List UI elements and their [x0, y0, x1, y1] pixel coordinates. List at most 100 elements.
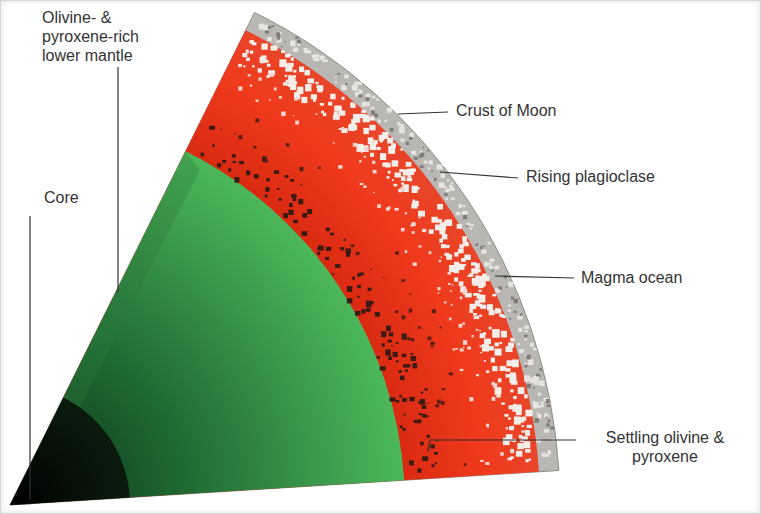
mineral-speck: [475, 282, 478, 285]
mineral-speck: [356, 145, 358, 147]
mineral-speck: [474, 316, 480, 319]
mineral-speck: [360, 90, 363, 93]
mineral-speck: [320, 56, 325, 60]
mineral-speck: [463, 291, 467, 295]
mineral-speck: [419, 217, 421, 219]
mineral-speck: [508, 282, 513, 287]
mineral-speck: [427, 402, 429, 403]
mineral-speck: [527, 384, 531, 388]
mineral-speck: [508, 305, 511, 307]
leader-lines: [30, 67, 576, 500]
mineral-speck: [291, 194, 297, 198]
mineral-speck: [472, 335, 474, 338]
mineral-speck: [347, 298, 352, 303]
mineral-speck: [252, 65, 255, 67]
mineral-speck: [366, 301, 372, 307]
mineral-speck: [246, 50, 249, 54]
mineral-speck: [449, 372, 453, 375]
mineral-speck: [353, 143, 358, 147]
mineral-speck: [546, 399, 550, 403]
mineral-speck: [395, 161, 398, 163]
mineral-speck: [477, 294, 481, 299]
mineral-speck: [289, 203, 293, 207]
mineral-speck: [406, 364, 410, 367]
mineral-speck: [512, 360, 519, 368]
mineral-speck: [343, 85, 345, 88]
mineral-speck: [311, 94, 317, 99]
mineral-speck: [356, 252, 360, 255]
mineral-speck: [281, 46, 283, 47]
mineral-speck: [524, 394, 528, 398]
mineral-speck: [519, 435, 522, 439]
mineral-speck: [239, 161, 244, 164]
mineral-speck: [366, 97, 370, 101]
leader-line: [495, 276, 574, 278]
mineral-speck: [449, 318, 452, 321]
mineral-speck: [396, 400, 400, 403]
mineral-speck: [411, 356, 417, 361]
mineral-speck: [318, 246, 324, 251]
mineral-speck: [261, 44, 267, 50]
mineral-speck: [476, 329, 478, 331]
mineral-speck: [526, 459, 529, 462]
mineral-speck: [344, 75, 349, 79]
mineral-speck: [511, 426, 514, 429]
mineral-speck: [506, 286, 508, 288]
mineral-speck: [446, 245, 449, 248]
mineral-speck: [447, 245, 450, 247]
mineral-speck: [405, 184, 409, 188]
mineral-speck: [279, 198, 282, 201]
mineral-speck: [538, 393, 542, 396]
mineral-speck: [360, 114, 366, 118]
mineral-speck: [238, 64, 242, 67]
mineral-speck: [453, 348, 455, 350]
mineral-speck: [407, 337, 410, 341]
mineral-speck: [358, 82, 362, 85]
mineral-speck: [370, 107, 374, 111]
mineral-speck: [256, 100, 259, 102]
mineral-speck: [437, 287, 440, 290]
mineral-speck: [498, 378, 502, 382]
mineral-speck: [249, 40, 254, 44]
mineral-speck: [489, 259, 494, 262]
mineral-speck: [420, 442, 423, 446]
mineral-speck: [452, 284, 454, 285]
mineral-speck: [541, 405, 544, 408]
mineral-speck: [413, 263, 417, 266]
mineral-speck: [489, 310, 495, 315]
mineral-speck: [325, 257, 329, 260]
mineral-speck: [440, 327, 442, 329]
mineral-speck: [525, 449, 531, 453]
mineral-speck: [523, 441, 530, 448]
mineral-speck: [435, 462, 437, 464]
mineral-speck: [524, 335, 528, 337]
mineral-speck: [439, 239, 443, 243]
mineral-speck: [290, 41, 296, 47]
mineral-speck: [246, 58, 250, 61]
mineral-speck: [495, 309, 502, 314]
mineral-speck: [491, 358, 495, 363]
mineral-speck: [295, 121, 299, 125]
mineral-speck: [281, 50, 285, 53]
mineral-speck: [246, 170, 250, 175]
mineral-speck: [340, 247, 344, 250]
mineral-speck: [475, 300, 480, 306]
mineral-speck: [445, 189, 448, 192]
mineral-speck: [253, 146, 256, 149]
mineral-speck: [347, 286, 352, 292]
mineral-speck: [492, 397, 496, 401]
mineral-speck: [293, 115, 295, 116]
mineral-speck: [509, 375, 516, 383]
mineral-speck: [542, 453, 546, 456]
mineral-speck: [399, 370, 402, 373]
mineral-speck: [316, 113, 318, 115]
mineral-speck: [400, 376, 405, 381]
mineral-speck: [391, 345, 393, 346]
mineral-speck: [338, 165, 342, 169]
mineral-speck: [430, 444, 435, 448]
mineral-speck: [489, 266, 493, 269]
mineral-speck: [427, 150, 429, 152]
mineral-speck: [444, 302, 447, 304]
mineral-speck: [285, 54, 290, 58]
mineral-speck: [455, 348, 458, 350]
